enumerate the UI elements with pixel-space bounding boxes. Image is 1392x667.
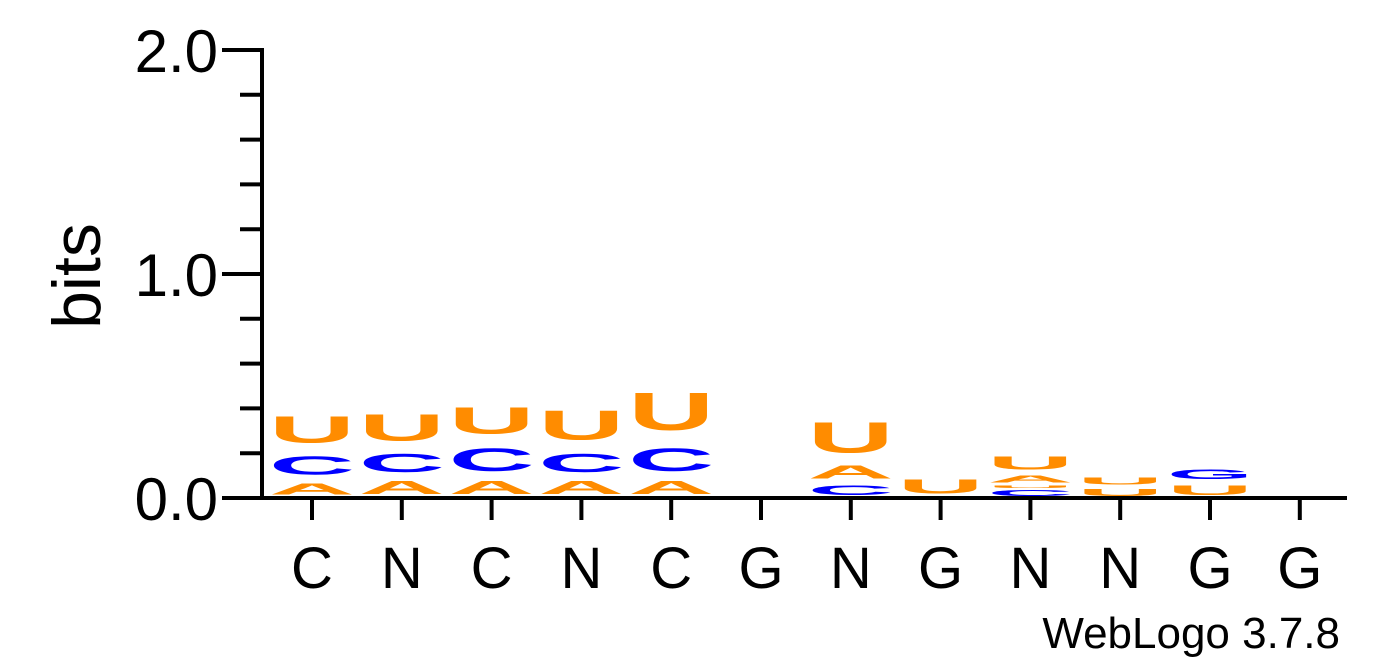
logo-letter-u: U <box>1167 482 1253 498</box>
logo-letter-u: U <box>269 408 355 451</box>
x-tick-label: N <box>830 536 872 601</box>
logo-letter-a: A <box>808 462 894 482</box>
logo-letter-a: A <box>987 473 1073 484</box>
logo-letter-c: C <box>538 449 624 478</box>
logo-letter-u: U <box>808 413 894 462</box>
x-tick-label: C <box>650 536 692 601</box>
x-tick-label: G <box>1277 536 1322 601</box>
logo-letter-c: C <box>808 482 894 498</box>
logo-letter-c: C <box>449 442 535 478</box>
logo-letter-u: U <box>538 401 624 448</box>
y-tick-label: 2.0 <box>135 18 218 85</box>
logo-letter-g: G <box>1167 467 1253 483</box>
logo-letter-u: U <box>628 381 714 442</box>
y-axis-title: bits <box>39 223 115 329</box>
logo-letter-u: U <box>1077 487 1163 498</box>
weblogo-version-label: WebLogo 3.7.8 <box>1042 609 1340 658</box>
y-tick-label: 1.0 <box>135 242 218 309</box>
logo-letter-c: C <box>269 451 355 480</box>
logo-letter-a: A <box>538 478 624 498</box>
logo-letter-c: C <box>987 489 1073 498</box>
logo-letter-u: U <box>987 485 1073 489</box>
logo-letter-u: U <box>1077 476 1163 487</box>
x-tick-label: N <box>1009 536 1051 601</box>
y-axis: 0.0 1.0 2.0 <box>135 18 264 533</box>
logo-letter-u: U <box>449 399 535 442</box>
logo-letter-c: C <box>628 442 714 478</box>
logo-letter-a: A <box>359 478 445 498</box>
logo-letter-u: U <box>359 406 445 449</box>
x-tick-label: C <box>471 536 513 601</box>
logo-letter-a: A <box>449 478 535 498</box>
x-tick-label: N <box>381 536 423 601</box>
x-tick-label: G <box>918 536 963 601</box>
x-tick-label: G <box>1187 536 1232 601</box>
logo-letter-u: U <box>987 453 1073 473</box>
x-tick-label: N <box>560 536 602 601</box>
logo-letter-c: C <box>359 449 445 478</box>
y-tick-label: 0.0 <box>135 466 218 533</box>
x-tick-label: C <box>291 536 333 601</box>
logo-letter-a: A <box>628 478 714 498</box>
logo-letter-a: A <box>269 480 355 498</box>
x-tick-label: N <box>1099 536 1141 601</box>
logo-letter-u: U <box>898 476 984 498</box>
x-tick-label: G <box>738 536 783 601</box>
